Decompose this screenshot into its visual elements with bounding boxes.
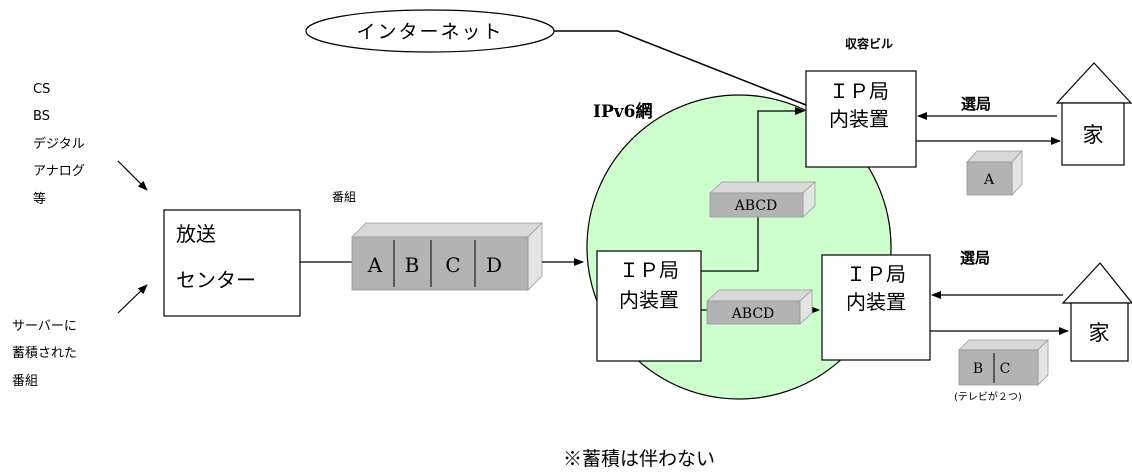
program-label: 番組 [332, 190, 356, 204]
program-stream-block: A B C D [351, 222, 543, 291]
network-label: IPv6網 [593, 101, 652, 122]
home-bottom-body [1070, 302, 1129, 362]
source-digital: デジタル [33, 136, 85, 152]
home-top-roof [1055, 62, 1132, 104]
footnote: ※蓄積は伴わない [563, 448, 715, 470]
source-cs: CS [33, 82, 50, 97]
source-server-3: 番組 [12, 374, 38, 389]
tv-note: (テレビが２つ) [954, 390, 1022, 403]
home-top-label: 家 [1083, 123, 1104, 147]
ip-device-bottom [821, 254, 931, 361]
source-etc: 等 [33, 191, 46, 207]
packet-a-label: A [983, 172, 995, 188]
ip-device-top-line1: ＩＰ局 [829, 79, 889, 103]
source-server-1: サーバーに [12, 319, 77, 334]
packet-abcd-upper-label: ABCD [734, 198, 778, 214]
arrow-from-broadcast-sources [117, 160, 148, 191]
broadcast-center-line2: センター [176, 268, 256, 292]
ip-device-entry-line1: ＩＰ局 [619, 258, 679, 282]
packet-abcd-lower-label: ABCD [731, 306, 775, 322]
program-block-c: C [445, 253, 460, 277]
broadcast-center-box [163, 209, 301, 317]
source-analog: アナログ [33, 164, 85, 179]
home-bottom-label: 家 [1089, 321, 1110, 345]
home-bottom: 家 [1061, 262, 1132, 362]
home-bottom-roof [1061, 262, 1132, 304]
source-server-2: 蓄積された [12, 346, 77, 361]
packet-abcd-lower: ABCD [705, 289, 814, 325]
home-top: 家 [1055, 62, 1132, 166]
building-label: 収容ビル [845, 36, 893, 51]
internet-label: インターネット [356, 21, 503, 43]
arrow-from-server-sources [117, 284, 148, 314]
ip-device-top-line2: 内装置 [829, 107, 889, 131]
source-bs: BS [33, 109, 50, 124]
internet-link-line [554, 30, 807, 106]
source-list-top: CS BS デジタル アナログ 等 [33, 82, 85, 207]
channel-select-bottom: 選局 [960, 249, 990, 267]
program-block-a: A [367, 253, 383, 277]
ip-device-top [805, 70, 917, 168]
packet-a: A [966, 149, 1023, 197]
packet-b-label: B [973, 361, 983, 377]
source-list-bottom: サーバーに 蓄積された 番組 [12, 319, 77, 389]
ip-device-bottom-line2: 内装置 [846, 290, 906, 314]
packet-abcd-upper: ABCD [708, 181, 817, 218]
ip-device-entry [596, 250, 702, 362]
packet-bc: B C [958, 339, 1049, 386]
channel-select-top: 選局 [961, 95, 991, 113]
ip-device-entry-line2: 内装置 [619, 288, 679, 312]
program-block-d: D [486, 253, 502, 277]
home-top-body [1061, 102, 1125, 166]
ip-device-bottom-line1: ＩＰ局 [846, 262, 906, 286]
packet-c-label: C [1000, 361, 1011, 377]
program-block-b: B [405, 253, 420, 277]
broadcast-center-line1: 放送 [176, 222, 216, 246]
